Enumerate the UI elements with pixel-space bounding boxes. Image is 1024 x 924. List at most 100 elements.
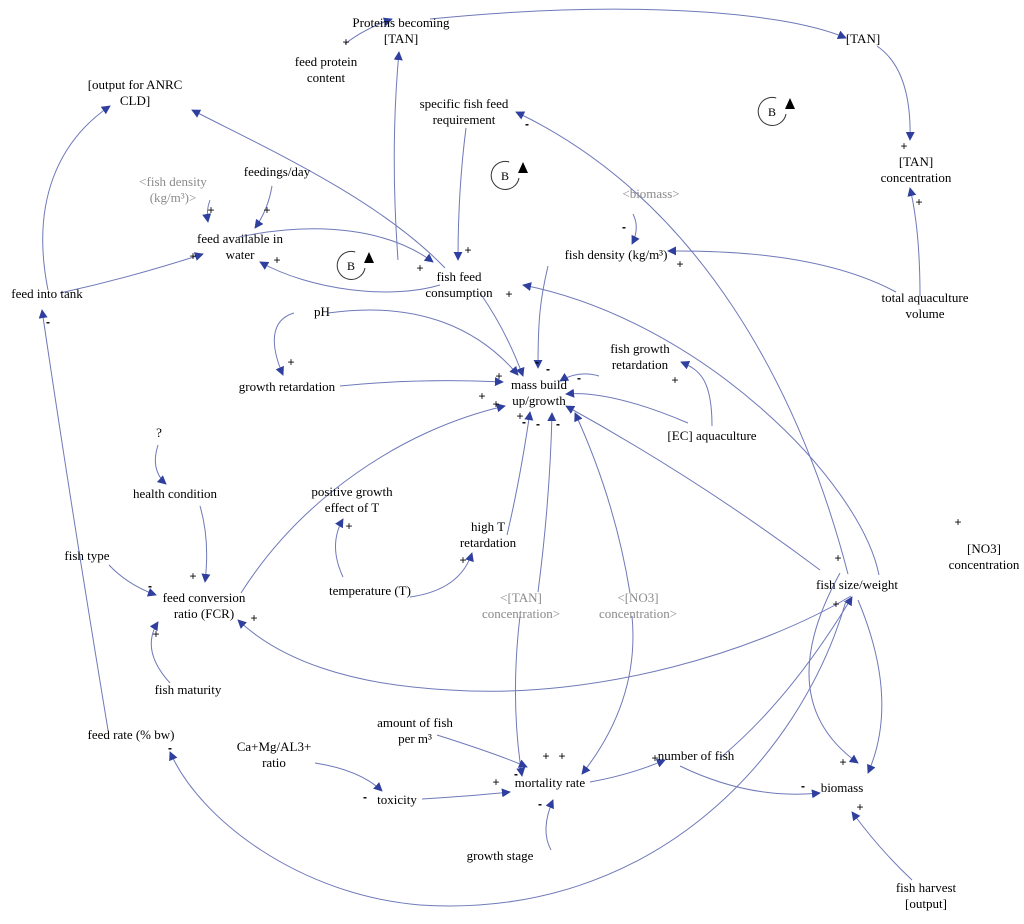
causal-links — [38, 8, 921, 907]
causal-link — [429, 8, 847, 39]
causal-link — [719, 596, 853, 759]
polarity-sign: + — [478, 389, 485, 403]
polarity-sign: + — [152, 627, 159, 641]
polarity-sign: + — [900, 139, 907, 153]
causal-link — [631, 213, 640, 245]
causal-link — [314, 762, 383, 792]
polarity-sign: + — [189, 249, 196, 263]
variable-label-line: fish growth — [610, 341, 670, 356]
polarity-sign: - — [363, 790, 367, 804]
causal-link — [240, 403, 506, 594]
variable-label-line: concentration> — [482, 606, 560, 621]
causal-link — [679, 765, 821, 799]
variable-label-line: volume — [906, 306, 945, 321]
loop-arrow-icon — [518, 162, 528, 173]
variable-health-condition: health condition — [133, 486, 218, 501]
polarity-sign: + — [505, 287, 512, 301]
polarity-sign: + — [250, 611, 257, 625]
variable-fish-density: fish density (kg/m³) — [565, 247, 668, 262]
causal-link — [589, 759, 666, 783]
variable-label-line: positive growth — [311, 484, 393, 499]
variable-label-line: health condition — [133, 486, 218, 501]
polarity-sign: + — [492, 775, 499, 789]
variable-ec-aquaculture: [EC] aquaculture — [667, 428, 756, 443]
variable-label-line: amount of fish — [377, 715, 453, 730]
causal-link — [202, 199, 212, 223]
variable-number-fish: number of fish — [658, 748, 735, 763]
causal-link — [581, 615, 634, 775]
loop-label: B — [768, 105, 776, 119]
variable-label-line: [EC] aquaculture — [667, 428, 756, 443]
polarity-sign: - — [525, 117, 529, 131]
causal-link — [515, 111, 849, 575]
polarity-sign: + — [459, 553, 466, 567]
variable-toxicity: toxicity — [377, 792, 417, 807]
variable-label-line: fish density (kg/m³) — [565, 247, 668, 262]
variable-label-line: fish type — [64, 548, 109, 563]
polarity-sign: + — [345, 519, 352, 533]
polarity-sign: - — [536, 417, 540, 431]
causal-link — [393, 51, 403, 261]
polarity-sign: + — [273, 253, 280, 267]
variable-biomass-shadow: <biomass> — [622, 186, 679, 201]
causal-link — [191, 109, 446, 269]
polarity-sign: + — [671, 373, 678, 387]
variable-label-line: ratio (FCR) — [174, 606, 234, 621]
variable-label-line: fish maturity — [155, 682, 222, 697]
polarity-sign: + — [342, 35, 349, 49]
polarity-sign: - — [168, 741, 172, 755]
variable-label-line: ? — [156, 425, 162, 440]
variable-label-line: water — [226, 247, 256, 262]
polarity-sign: + — [207, 203, 214, 217]
variable-label-line: Ca+Mg/AL3+ — [237, 739, 312, 754]
causal-link — [851, 811, 913, 881]
variable-label-line: [TAN] — [899, 154, 933, 169]
polarity-sign: + — [516, 409, 523, 423]
variable-label-line: temperature (T) — [329, 583, 411, 598]
variable-label-line: concentration — [881, 170, 952, 185]
polarity-sign: - — [622, 220, 626, 234]
variable-label-line: content — [307, 70, 346, 85]
variable-label-line: [output] — [905, 896, 947, 911]
causal-link — [479, 292, 525, 377]
polarity-sign: - — [148, 579, 152, 593]
variable-proteins-tan: Proteins becoming[TAN] — [352, 15, 450, 46]
causal-link — [154, 444, 167, 485]
variable-label-line: feed protein — [295, 54, 358, 69]
causal-link — [259, 261, 441, 293]
variable-growth-ret: growth retardation — [239, 379, 336, 394]
variable-mortality: mortality rate — [515, 775, 586, 790]
balancing-loop-marker: B — [336, 250, 374, 280]
variable-label-line: (kg/m³)> — [150, 190, 197, 205]
variable-label-line: toxicity — [377, 792, 417, 807]
feedback-loops: B B B — [336, 96, 795, 280]
variable-label-line: number of fish — [658, 748, 735, 763]
polarity-sign: + — [189, 569, 196, 583]
polarity-sign: + — [651, 751, 658, 765]
variable-label-line: feed available in — [197, 231, 283, 246]
variable-label-line: retardation — [612, 357, 669, 372]
causal-link — [565, 388, 689, 424]
polarity-sign: + — [834, 551, 841, 565]
polarity-sign: - — [801, 779, 805, 793]
causal-link — [514, 615, 526, 777]
polarity-sign: - — [522, 415, 526, 429]
variable-label-line: growth stage — [467, 848, 534, 863]
variable-label-line: Proteins becoming — [352, 15, 450, 30]
causal-link — [453, 127, 467, 261]
causal-link — [559, 372, 600, 382]
balancing-loop-marker: B — [490, 160, 528, 190]
polarity-sign: + — [464, 243, 471, 257]
polarity-sign: + — [915, 195, 922, 209]
polarity-sign: + — [558, 749, 565, 763]
loop-arrow-icon — [785, 98, 795, 109]
causal-link — [680, 360, 713, 427]
causal-link — [436, 734, 528, 768]
loop-label: B — [501, 169, 509, 183]
causal-link — [344, 17, 393, 45]
